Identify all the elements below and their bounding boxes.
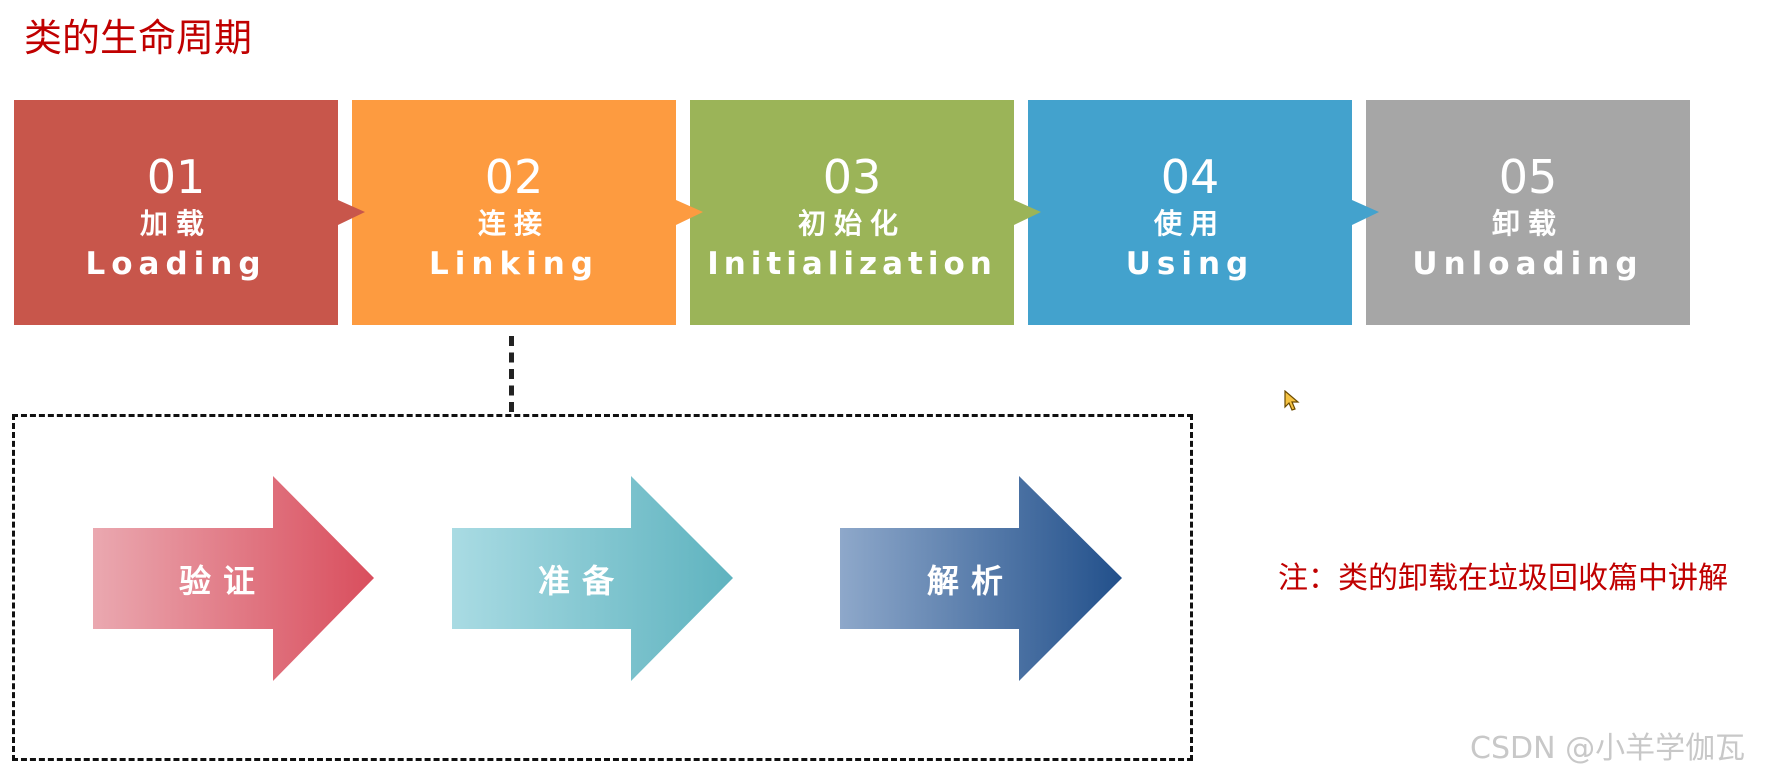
mouse-cursor-icon (1284, 390, 1300, 411)
stage-arrow-tip-1 (338, 200, 365, 225)
stage-linking: 02 连接 Linking (352, 100, 676, 325)
stage-number: 03 (822, 150, 882, 204)
stage-number: 01 (146, 150, 206, 204)
stage-label-en: Loading (85, 246, 267, 282)
stage-label-en: Using (1125, 246, 1255, 282)
substep-arrow-prepare (452, 476, 733, 681)
substep-label-verify: 验证 (178, 562, 267, 600)
stage-label-en: Unloading (1412, 246, 1644, 282)
stage-label-cn: 加载 (139, 207, 212, 240)
stage-block-linking (352, 100, 676, 325)
stage-label-cn: 卸载 (1491, 207, 1564, 240)
substep-label-resolve: 解析 (926, 562, 1015, 600)
stage-arrow-tip-2 (676, 200, 703, 225)
stage-arrow-tip-3 (1014, 200, 1041, 225)
stage-block-initialization (690, 100, 1014, 325)
stage-label-cn: 连接 (477, 207, 550, 240)
stage-number: 04 (1160, 150, 1220, 204)
linking-connector-line (509, 336, 514, 412)
stage-arrow-tip-4 (1352, 200, 1379, 225)
stage-label-cn: 初始化 (797, 207, 906, 240)
linking-detail-box (12, 414, 1193, 761)
stage-using: 04 使用 Using (1028, 100, 1352, 325)
stage-number: 05 (1498, 150, 1558, 204)
stage-label-en: Linking (429, 246, 599, 282)
stage-initialization: 03 初始化 Initialization (690, 100, 1014, 325)
stage-number: 02 (484, 150, 544, 204)
page-title: 类的生命周期 (24, 16, 253, 60)
stage-block-unloading (1366, 100, 1690, 325)
stage-unloading: 05 卸载 Unloading (1366, 100, 1690, 325)
watermark: CSDN @小羊学伽瓦 (1470, 731, 1746, 766)
substep-label-prepare: 准备 (537, 562, 626, 600)
unloading-note: 注：类的卸载在垃圾回收篇中讲解 (1278, 561, 1728, 596)
substep-arrow-verify (93, 476, 374, 681)
stage-label-cn: 使用 (1153, 207, 1226, 240)
stage-label-en: Initialization (707, 246, 997, 282)
stage-block-loading (14, 100, 338, 325)
stage-block-using (1028, 100, 1352, 325)
substep-arrow-resolve (840, 476, 1122, 681)
stage-loading: 01 加载 Loading (14, 100, 338, 325)
